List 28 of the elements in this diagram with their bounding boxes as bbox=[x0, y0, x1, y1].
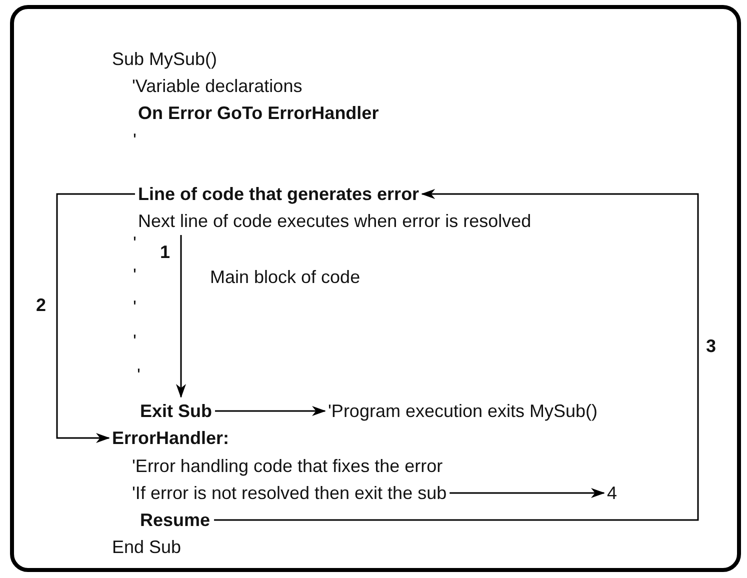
edge-label: 3 bbox=[706, 335, 716, 357]
code-line: 'If error is not resolved then exit the sub bbox=[132, 482, 447, 504]
code-line: Resume bbox=[140, 509, 210, 531]
code-text: ' bbox=[133, 129, 136, 151]
code-line: Next line of code executes when error is resolved bbox=[138, 210, 532, 232]
code-text: 'Error handling code that fixes the error bbox=[132, 455, 443, 477]
code-line: ErrorHandler: bbox=[112, 427, 230, 449]
code-line: 'Program execution exits MySub() bbox=[328, 400, 598, 422]
edge-label: 2 bbox=[36, 294, 46, 316]
code-text: ' bbox=[133, 330, 136, 352]
code-text: ' bbox=[133, 296, 136, 318]
code-text: Main block of code bbox=[210, 266, 360, 288]
code-line: 4 bbox=[607, 482, 618, 504]
arrow bbox=[450, 488, 605, 498]
arrow bbox=[214, 189, 699, 521]
code-text: ' bbox=[137, 364, 140, 386]
arrow bbox=[176, 235, 186, 398]
arrow bbox=[56, 193, 135, 443]
code-text: Sub MySub() bbox=[112, 48, 218, 70]
code-text: ' bbox=[133, 264, 136, 286]
arrow bbox=[215, 406, 326, 416]
code-text: 'Variable declarations bbox=[132, 75, 302, 97]
code-text: ' bbox=[133, 232, 136, 254]
code-line: Exit Sub bbox=[140, 400, 212, 422]
code-text: End Sub bbox=[112, 536, 182, 558]
code-text: On Error GoTo ErrorHandler bbox=[138, 102, 379, 124]
code-line: Line of code that generates error bbox=[138, 183, 420, 205]
edge-label: 1 bbox=[160, 241, 170, 263]
